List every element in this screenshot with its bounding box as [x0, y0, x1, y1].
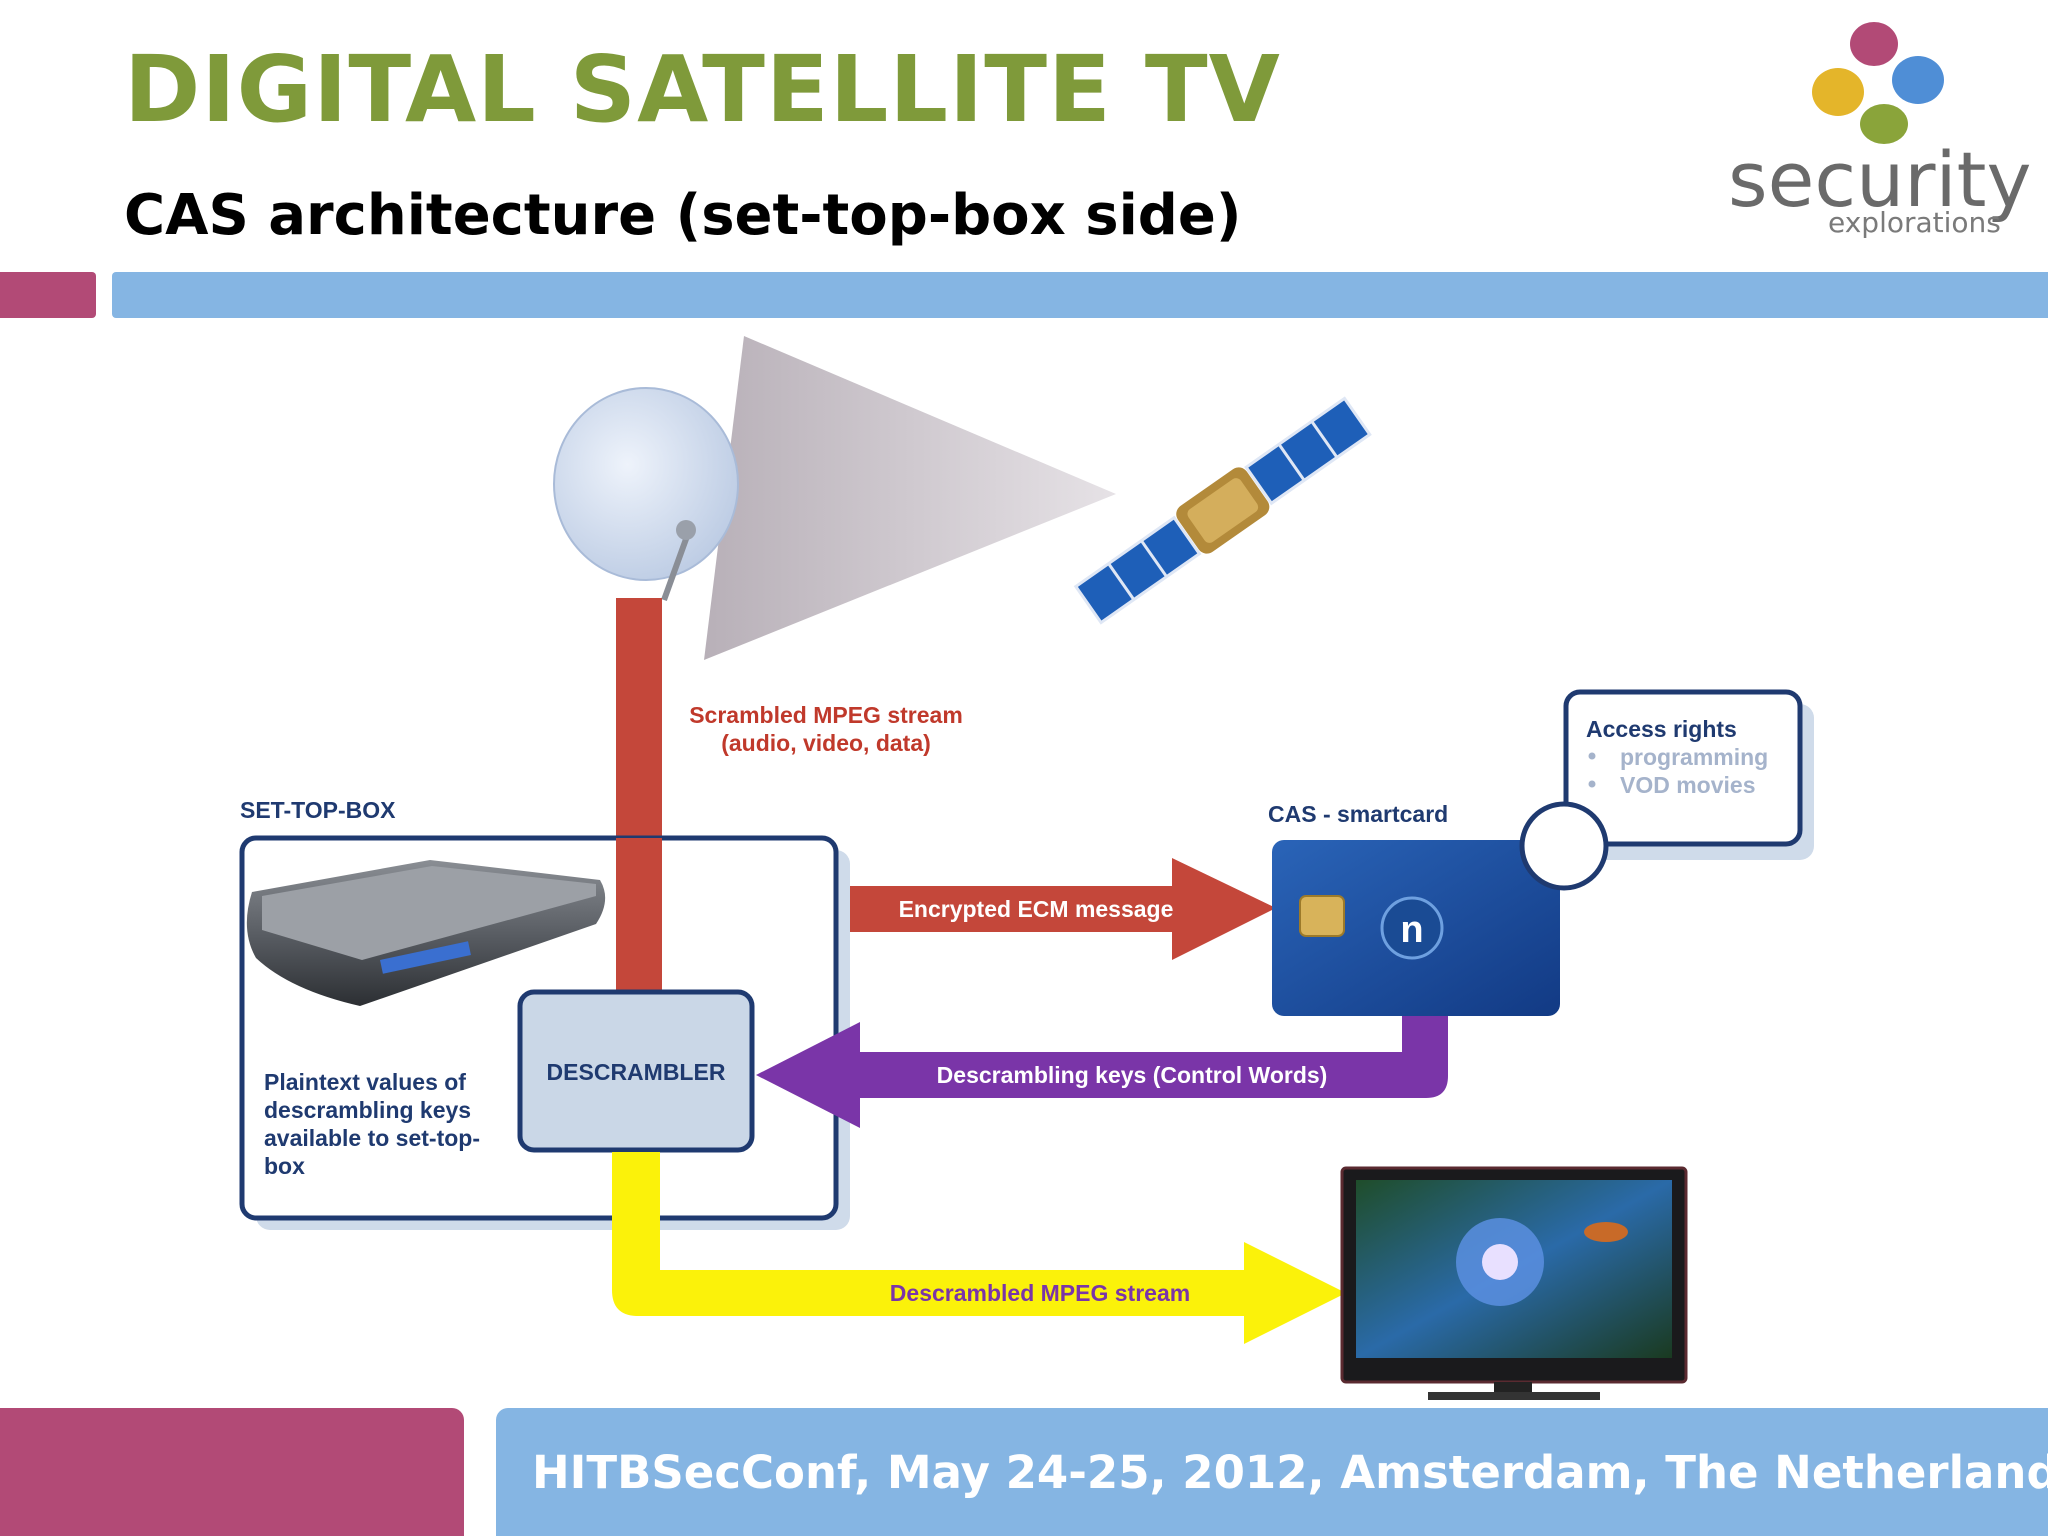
- logo-tagline: explorations: [1828, 206, 2001, 239]
- satellite-beam: [704, 336, 1116, 660]
- logo-word: security: [1728, 135, 2031, 224]
- cas-smartcard-icon: n: [1272, 840, 1560, 1016]
- descrambled-stream-arrow: [612, 1152, 1346, 1344]
- descrambler-label: DESCRAMBLER: [547, 1059, 726, 1085]
- satellite-dish-icon: [553, 387, 739, 602]
- stream-into-descrambler: [616, 838, 662, 990]
- slide-subtitle: CAS architecture (set-top-box side): [124, 183, 1242, 248]
- plaintext-note: Plaintext values of descrambling keys av…: [264, 1069, 480, 1179]
- logo-puzzle-icon: [1812, 22, 1944, 144]
- television-icon: [1340, 1166, 1688, 1400]
- plaintext-line-4: box: [264, 1153, 305, 1179]
- bullet-icon: [1588, 780, 1596, 788]
- plaintext-line-2: descrambling keys: [264, 1097, 471, 1123]
- scrambled-label-line2: (audio, video, data): [721, 730, 931, 756]
- set-top-box-device-icon: [246, 860, 606, 1006]
- footer-bar: [496, 1408, 2048, 1536]
- stb-label: SET-TOP-BOX: [240, 797, 396, 823]
- footer-text: HITBSecConf, May 24-25, 2012, Amsterdam,…: [532, 1446, 2048, 1499]
- cas-label: CAS - smartcard: [1268, 801, 1448, 827]
- plaintext-line-1: Plaintext values of: [264, 1069, 466, 1095]
- keys-label: Descrambling keys (Control Words): [937, 1062, 1328, 1088]
- security-explorations-logo: security explorations: [1728, 22, 2031, 239]
- access-item-programming: programming: [1620, 744, 1768, 770]
- footer-accent-pink: [0, 1408, 464, 1536]
- satellite-icon: [1073, 396, 1372, 625]
- scrambled-label-line1: Scrambled MPEG stream: [689, 702, 963, 728]
- plaintext-line-3: available to set-top-: [264, 1125, 480, 1151]
- descrambled-label: Descrambled MPEG stream: [890, 1280, 1190, 1306]
- bullet-icon: [1588, 752, 1596, 760]
- slide-title: DIGITAL SATELLITE TV: [124, 36, 1281, 143]
- access-item-vod: VOD movies: [1620, 772, 1756, 798]
- descrambler-box: [517, 989, 755, 1153]
- ecm-label: Encrypted ECM message: [899, 896, 1174, 922]
- access-title: Access rights: [1586, 716, 1737, 742]
- descrambling-keys-arrow: [756, 1016, 1448, 1128]
- access-rights-box: [1519, 689, 1814, 891]
- header-accent-pink: [0, 272, 96, 318]
- card-logo-letter: n: [1400, 909, 1423, 951]
- header-accent-blue: [112, 272, 2048, 318]
